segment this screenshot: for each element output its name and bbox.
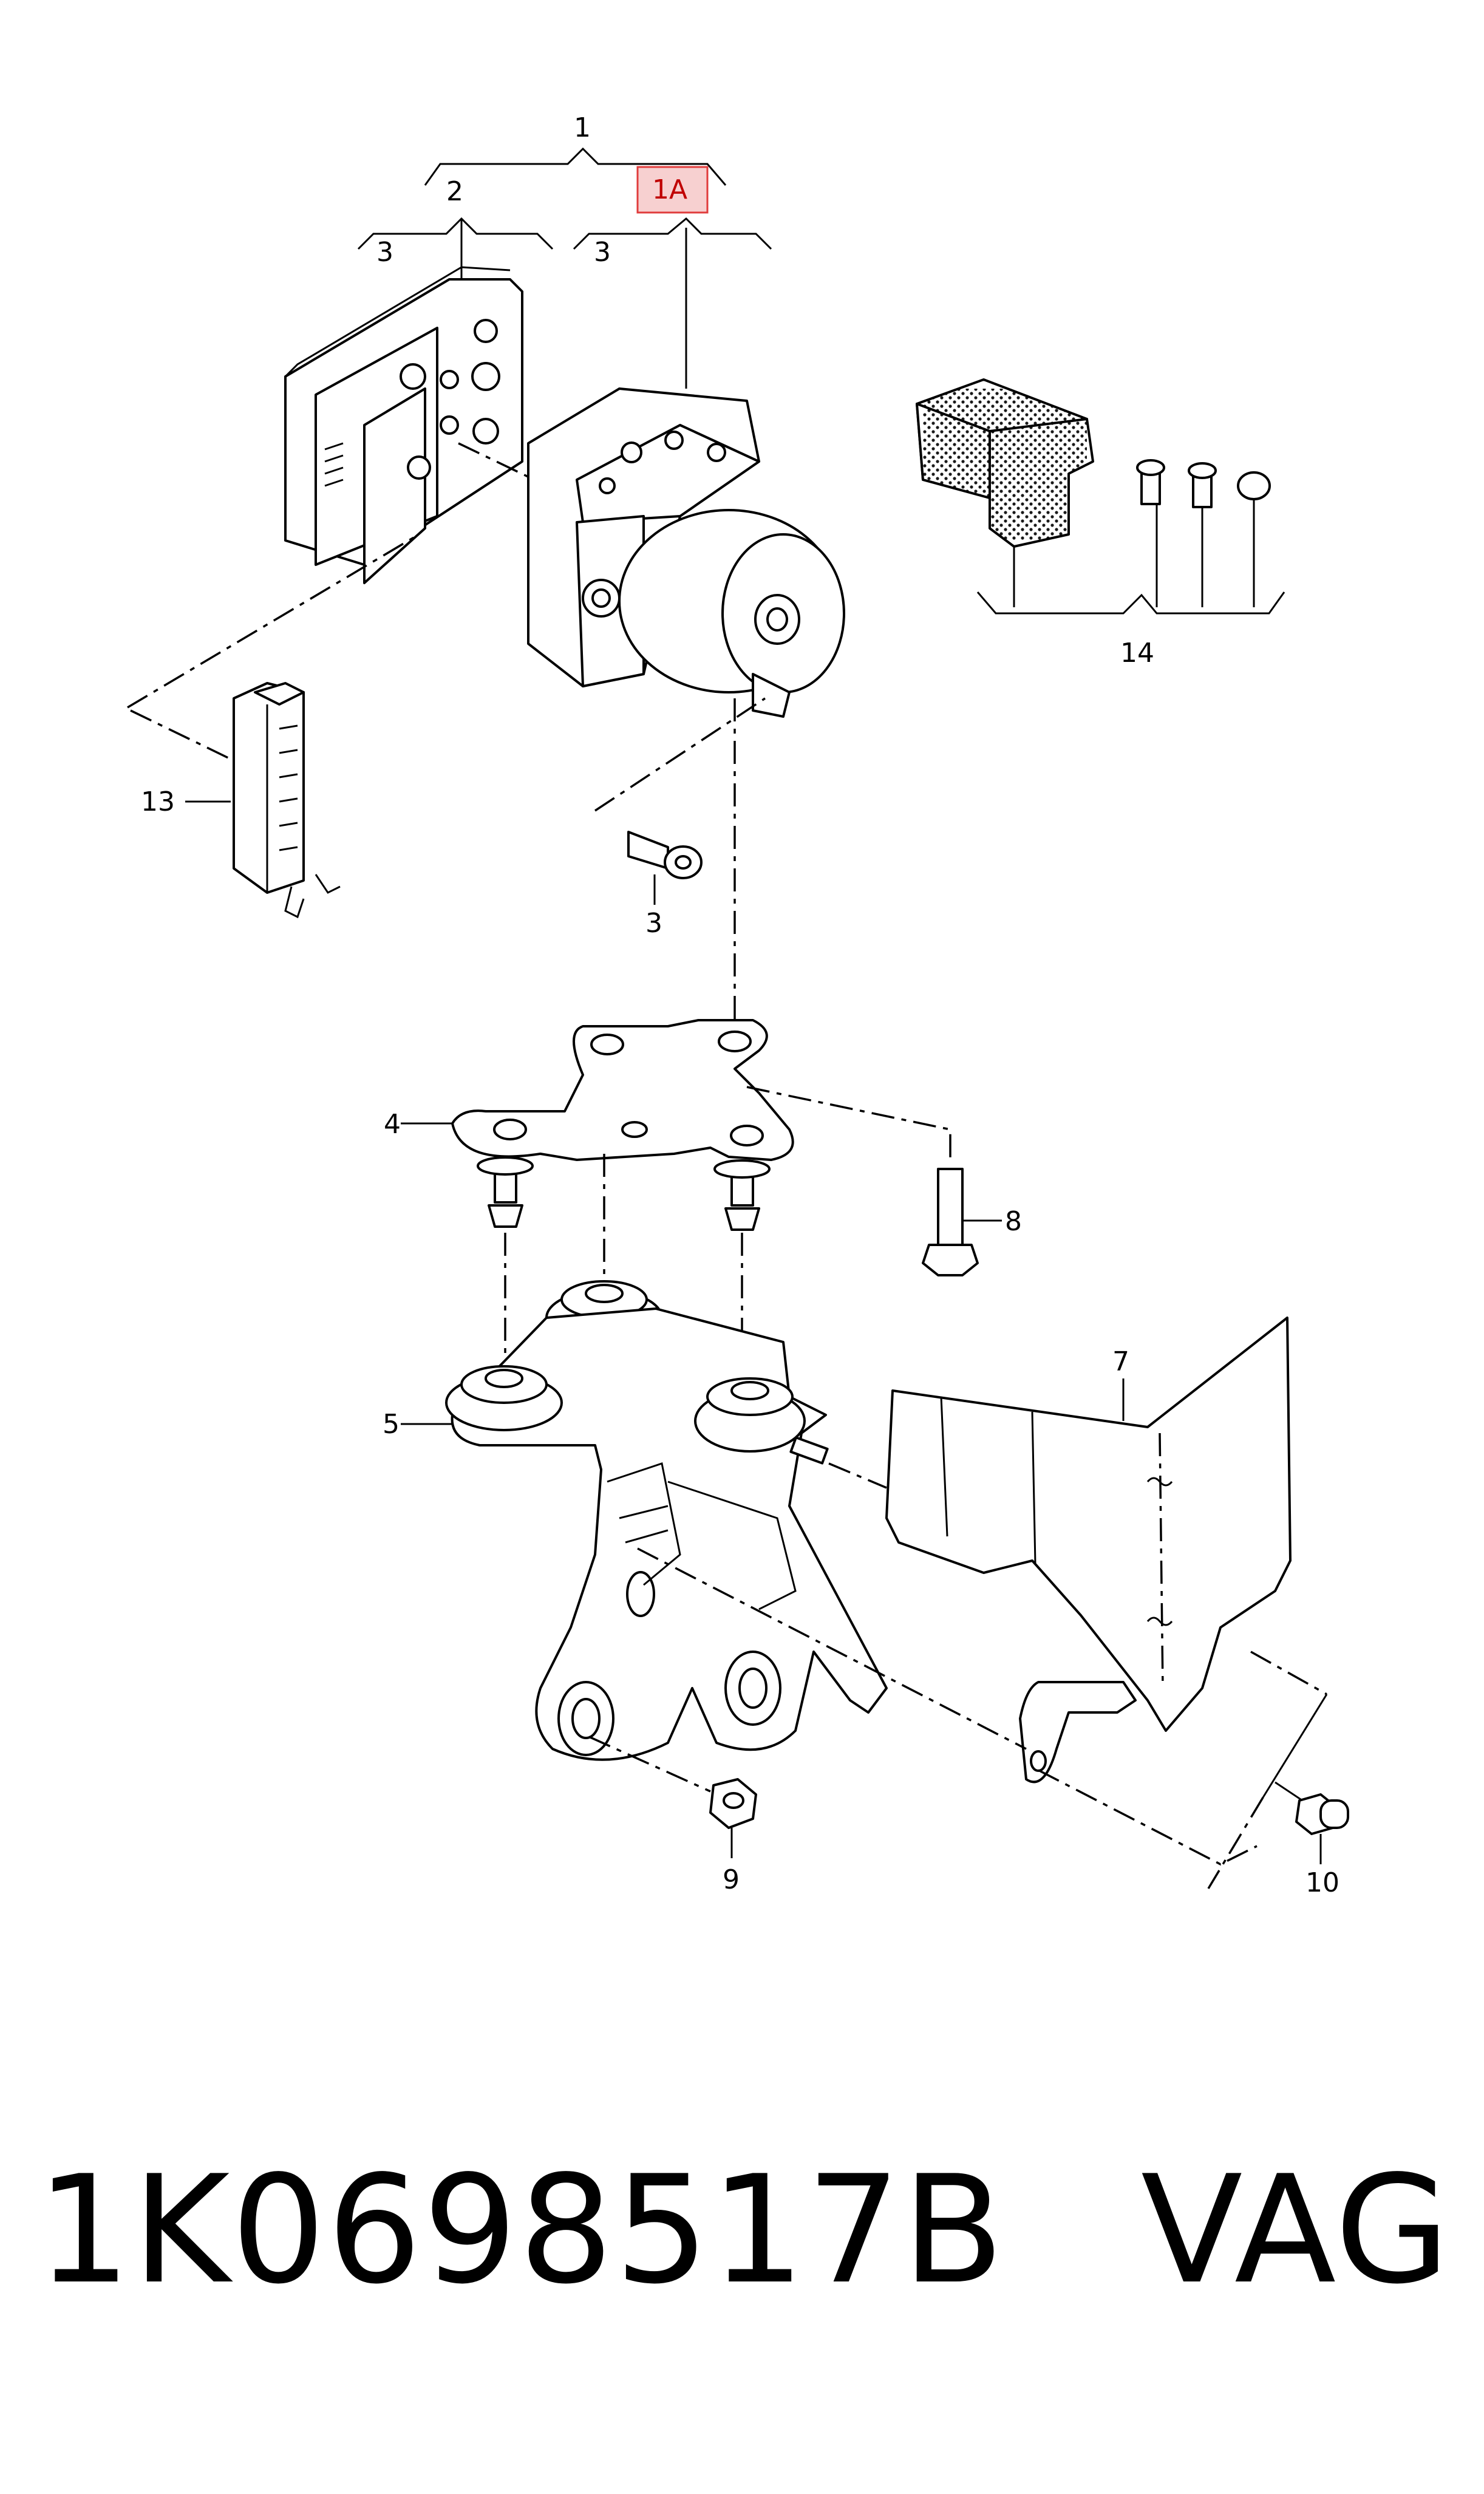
nut-part-9 <box>709 1778 757 1829</box>
callout-1a: 1A <box>652 174 687 205</box>
lower-bracket-part-5 <box>445 1307 888 1761</box>
callout-9: 9 <box>723 1864 740 1895</box>
hydraulic-unit-part-1a <box>527 387 845 718</box>
part-number-text: 1K0698517B <box>36 2144 1006 2317</box>
control-unit-part-2 <box>284 266 523 584</box>
callout-7: 7 <box>1112 1346 1129 1377</box>
heat-shield-part-7 <box>885 1317 1292 1732</box>
callout-3-left: 3 <box>376 237 393 268</box>
connector-part-13 <box>233 682 341 919</box>
highlight-box-1a <box>636 166 709 214</box>
callout-10: 10 <box>1305 1867 1339 1898</box>
callout-1: 1 <box>574 112 591 143</box>
stud-bolts-part-14 <box>1136 459 1271 508</box>
callout-4: 4 <box>384 1109 401 1140</box>
callout-2: 2 <box>446 176 463 207</box>
foam-block-part-14 <box>916 378 1094 548</box>
bracket-group-1 <box>357 147 772 389</box>
bolt-part-3 <box>627 831 703 879</box>
callout-14: 14 <box>1120 638 1154 669</box>
footer-caption: 1K0698517B VAG <box>36 2144 1451 2326</box>
upper-bracket-part-4 <box>451 1019 794 1161</box>
flange-bolt-part-10 <box>1295 1793 1349 1835</box>
callout-8: 8 <box>1005 1206 1022 1237</box>
callout-5: 5 <box>383 1409 400 1440</box>
callout-3-bolt: 3 <box>645 908 662 939</box>
callout-13: 13 <box>141 786 175 817</box>
mounting-bolts <box>477 1156 771 1231</box>
callout-3-right: 3 <box>594 237 611 268</box>
bolt-part-8 <box>922 1168 979 1276</box>
brand-text: VAG <box>1140 2144 1451 2317</box>
shield-mount-tab <box>1019 1681 1137 1784</box>
